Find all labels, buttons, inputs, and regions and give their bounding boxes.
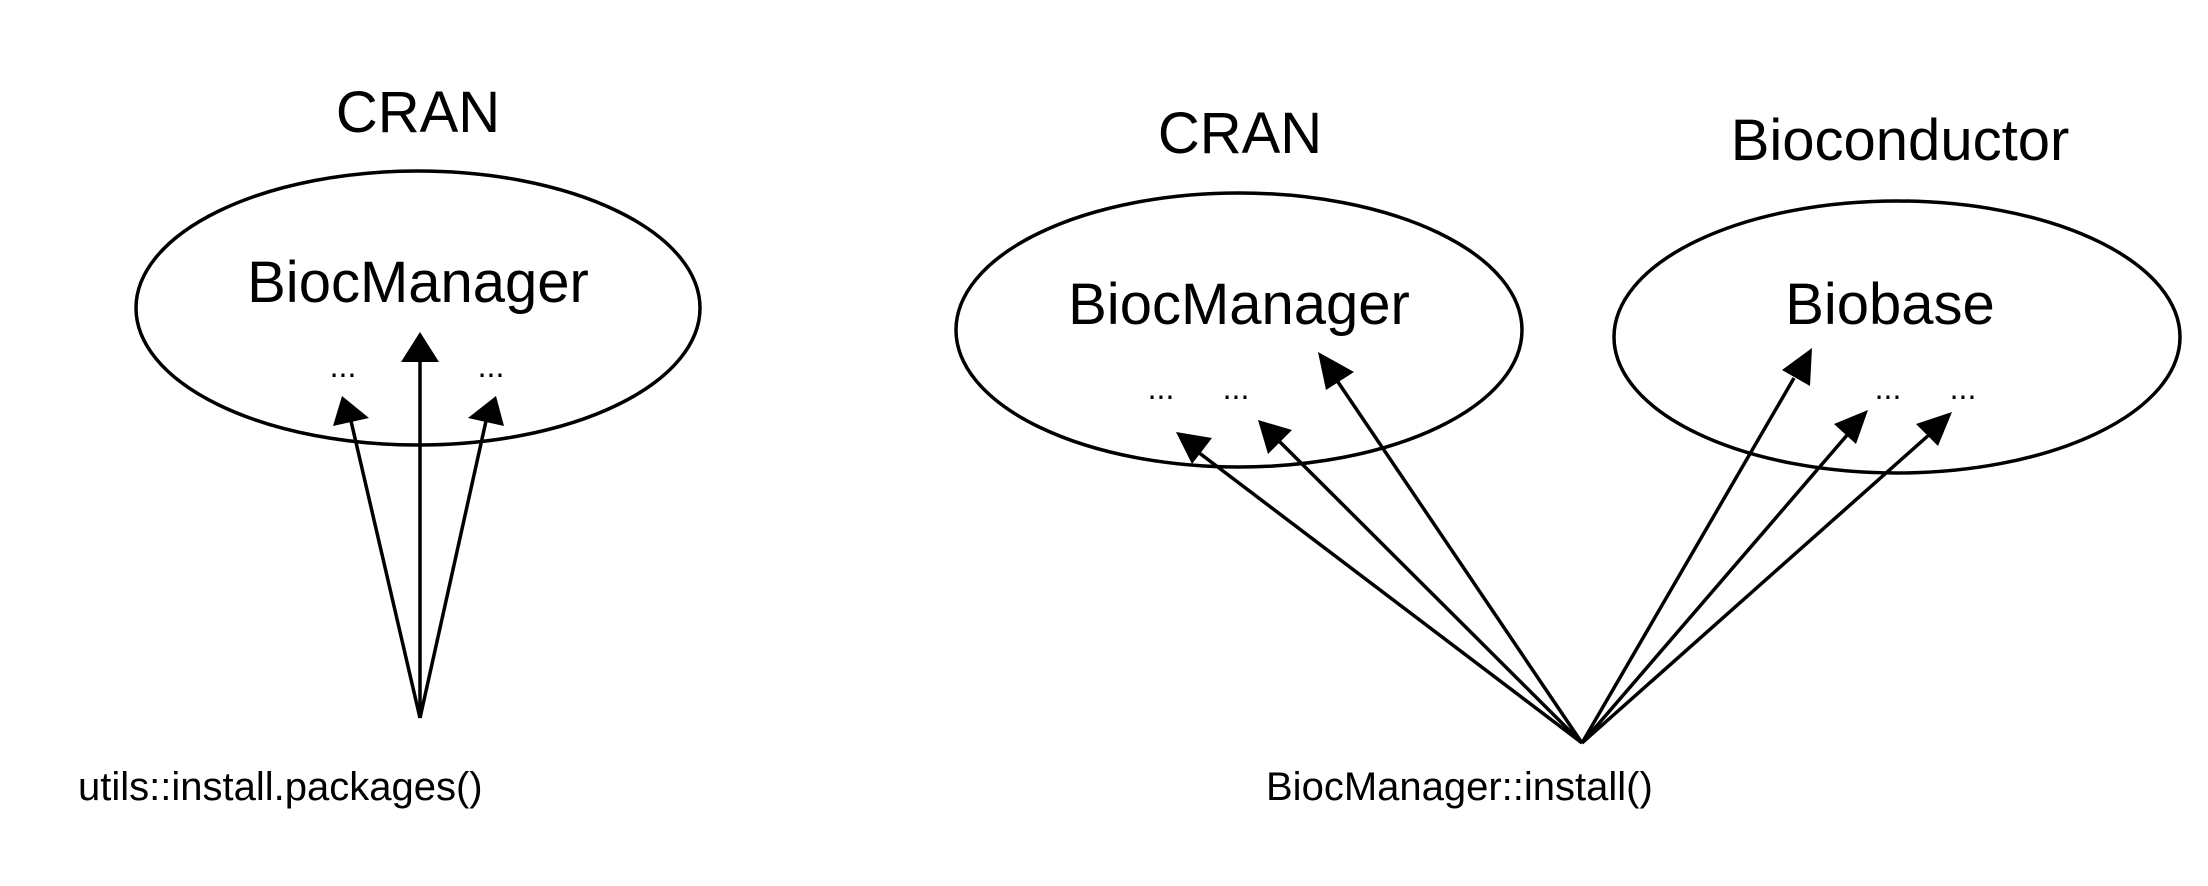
bioconductor-placeholder-1: ... — [1875, 370, 1902, 406]
right-arrow-to-bioconductor-placeholder-1 — [1580, 410, 1868, 745]
left-panel: CRAN BiocManager ... ... utils::install.… — [78, 80, 702, 809]
biobase-package-label: Biobase — [1785, 272, 1995, 337]
biocmanager-install-call: BiocManager::install() — [1266, 765, 1653, 809]
right-arrow-to-biocmanager — [1318, 352, 1584, 744]
left-biocmanager-package-label: BiocManager — [247, 250, 589, 315]
right-panel: CRAN Bioconductor BiocManager ... ... Bi… — [954, 101, 2182, 809]
bioconductor-placeholder-2: ... — [1950, 370, 1977, 406]
left-arrow-to-placeholder-left — [333, 396, 422, 719]
left-arrow-to-biocmanager — [401, 332, 439, 718]
right-arrow-to-cran-placeholder-2 — [1258, 420, 1584, 745]
cran-placeholder-1: ... — [1148, 370, 1175, 406]
utils-install-packages-call: utils::install.packages() — [78, 765, 483, 809]
right-arrow-to-cran-placeholder-1 — [1176, 432, 1584, 745]
left-placeholder-right: ... — [478, 348, 505, 384]
right-cran-repository-ellipse — [954, 191, 1524, 469]
right-arrow-to-biobase — [1580, 348, 1812, 744]
left-cran-repository-ellipse — [134, 169, 702, 447]
bioconductor-label: Bioconductor — [1731, 108, 2070, 173]
right-cran-label: CRAN — [1158, 101, 1322, 166]
right-biocmanager-package-label: BiocManager — [1068, 272, 1410, 337]
right-arrow-to-bioconductor-placeholder-2 — [1580, 412, 1952, 745]
left-placeholder-left: ... — [330, 348, 357, 384]
left-cran-label: CRAN — [336, 80, 500, 145]
left-arrow-to-placeholder-right — [418, 396, 504, 719]
bioconductor-repository-ellipse — [1612, 199, 2182, 475]
cran-placeholder-2: ... — [1223, 370, 1250, 406]
